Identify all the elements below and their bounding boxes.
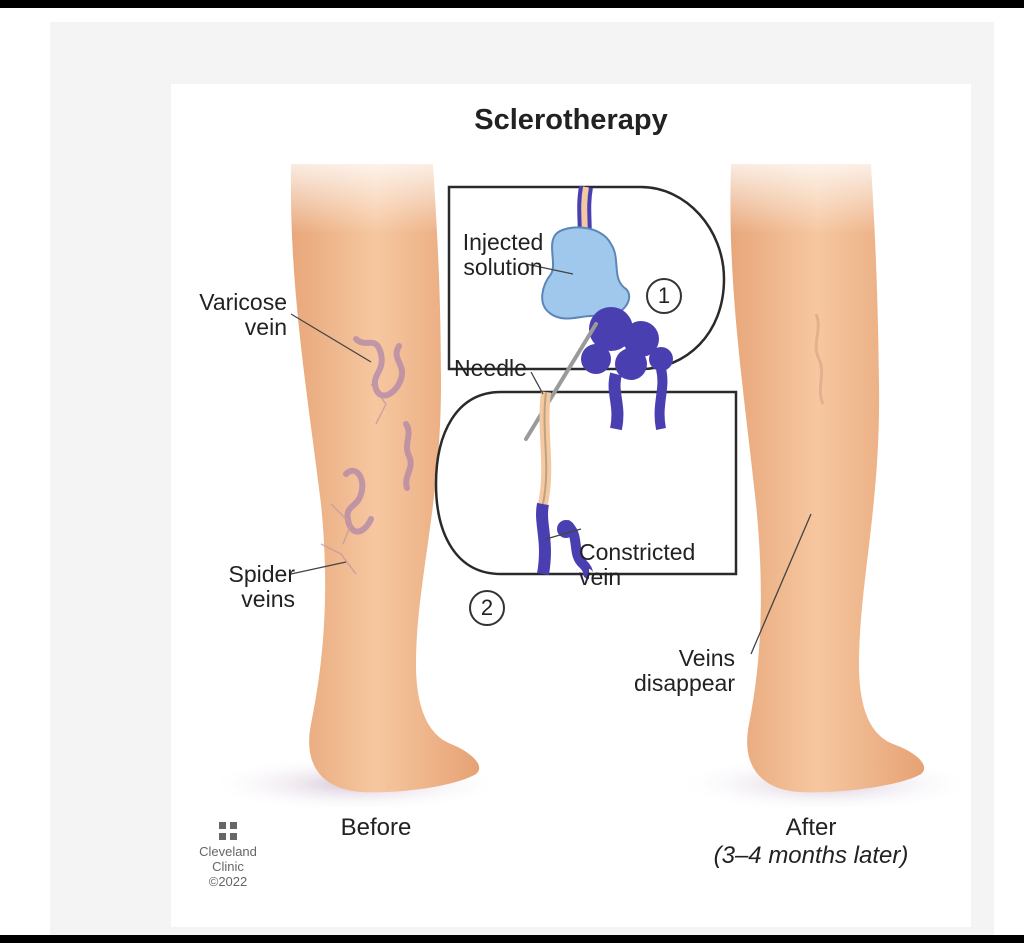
logo-copyright: ©2022	[208, 874, 248, 889]
label-veins-disappear-line2: disappear	[633, 670, 735, 696]
leg-before	[290, 164, 480, 793]
caption-after-title: After	[785, 814, 837, 841]
label-injected-solution-line1: Injected	[462, 229, 544, 255]
label-spider-veins: Spider veins	[187, 562, 295, 612]
step-2-badge: 2	[469, 590, 505, 626]
inset-panel-2	[434, 390, 738, 576]
cleveland-clinic-logo-icon	[219, 822, 237, 840]
label-constricted-vein-line1: Constricted	[579, 539, 696, 565]
label-injected-solution-line2: solution	[463, 254, 543, 280]
caption-after: After (3–4 months later)	[691, 814, 931, 870]
label-constricted-vein-line2: vein	[579, 564, 622, 590]
faded-vein-mark	[814, 313, 825, 405]
varicose-vein-mark	[343, 336, 414, 535]
step-1-badge: 1	[646, 278, 682, 314]
label-needle: Needle	[454, 355, 527, 381]
leader-lines	[290, 263, 812, 655]
cleveland-clinic-logo: Cleveland Clinic ©2022	[193, 822, 263, 889]
logo-line-1: Cleveland	[199, 844, 257, 859]
label-veins-disappear-line1: Veins	[678, 645, 735, 671]
label-constricted-vein: Constricted vein	[579, 540, 695, 590]
label-veins-disappear: Veins disappear	[611, 646, 735, 696]
spider-veins-mark	[320, 383, 387, 575]
illustration-card: Sclerotherapy Varicose vein Spider veins…	[171, 84, 971, 927]
sclerotherapy-illustration	[206, 144, 971, 812]
label-spider-veins-line2: veins	[241, 586, 295, 612]
inset-1-art	[524, 185, 673, 441]
label-spider-veins-line1: Spider	[228, 561, 295, 587]
caption-after-note: (3–4 months later)	[713, 842, 909, 869]
vein-cluster-1	[581, 307, 673, 380]
label-varicose-vein-line1: Varicose	[199, 289, 287, 315]
logo-line-2: Clinic	[212, 859, 244, 874]
label-varicose-vein: Varicose vein	[187, 290, 287, 340]
needle-shape	[524, 322, 598, 441]
leg-after	[730, 164, 925, 793]
diagram-title: Sclerotherapy	[474, 104, 668, 136]
label-varicose-vein-line2: vein	[244, 314, 287, 340]
label-injected-solution: Injected solution	[453, 230, 553, 280]
caption-before: Before	[340, 814, 412, 841]
inset-2-art	[536, 391, 594, 579]
